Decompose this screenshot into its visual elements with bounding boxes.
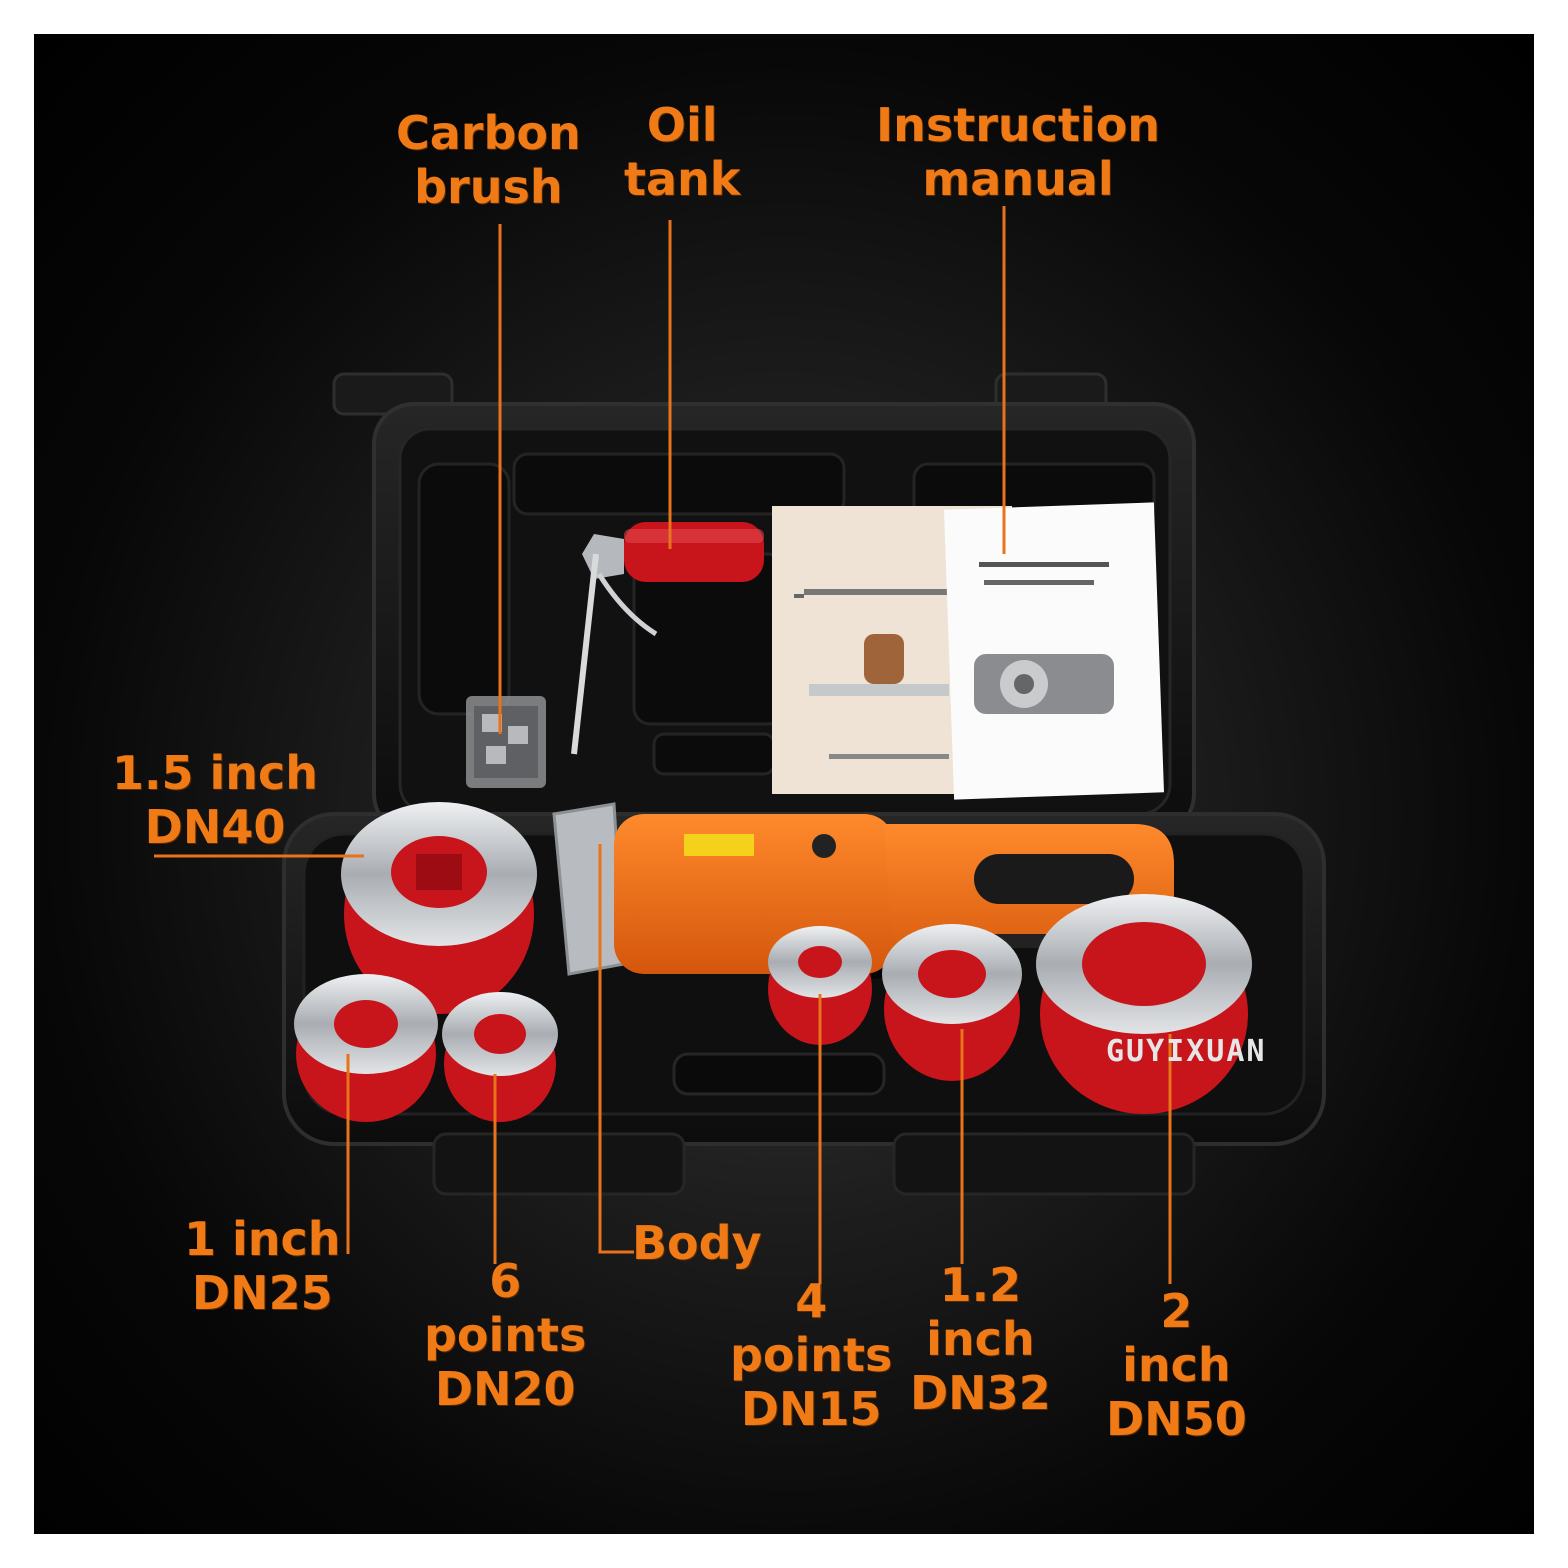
- callout-dn20-line-3: DN20: [434, 1362, 576, 1416]
- callout-oil-tank: Oil tank: [624, 98, 740, 206]
- callout-dn32-line-3: DN32: [910, 1366, 1051, 1420]
- callout-dn15-line-1: 4: [795, 1274, 828, 1328]
- callout-dn50-line-3: DN50: [1106, 1392, 1247, 1446]
- callout-dn32: 1.2 inch DN32: [910, 1258, 1051, 1420]
- callout-carbon-brush-line-1: Carbon: [396, 106, 581, 160]
- callout-oil-tank-line-1: Oil: [646, 98, 718, 152]
- callout-instruction-manual-line-1: Instruction: [876, 98, 1161, 152]
- die-head-dn50: [1036, 894, 1252, 1114]
- product-photo: Carbon brush Oil tank Instruction manual…: [34, 34, 1534, 1534]
- callout-oil-tank-line-2: tank: [624, 152, 741, 206]
- leader-body: [598, 844, 634, 1254]
- callout-dn25: 1 inch DN25: [184, 1212, 341, 1320]
- watermark: GUYIXUAN: [1106, 1034, 1267, 1069]
- pipe-threader-kit-illustration: [154, 206, 1326, 1294]
- callout-dn32-line-2: inch: [926, 1312, 1035, 1366]
- instruction-manual: [772, 502, 1164, 800]
- callout-dn25-line-2: DN25: [191, 1266, 333, 1320]
- die-head-dn32: [882, 924, 1022, 1081]
- callout-instruction-manual-line-2: manual: [922, 152, 1114, 206]
- callout-dn15-line-2: points: [730, 1328, 893, 1382]
- callout-dn32-line-1: 1.2: [939, 1258, 1022, 1312]
- callout-dn50: 2 inch DN50: [1106, 1284, 1247, 1446]
- die-head-dn20: [442, 992, 558, 1122]
- carbon-brush-bag: [466, 696, 546, 788]
- die-head-dn40: [341, 802, 537, 1014]
- callout-dn20-line-1: 6: [489, 1254, 522, 1308]
- callout-dn20: 6 points DN20: [424, 1254, 586, 1416]
- callout-dn15: 4 points DN15: [730, 1274, 892, 1436]
- callout-dn50-line-2: inch: [1122, 1338, 1231, 1392]
- leader-lines: [154, 206, 1172, 1294]
- oil-tank: [571, 522, 764, 755]
- die-head-dn15: [768, 926, 872, 1045]
- callout-body: Body: [632, 1216, 762, 1270]
- callout-carbon-brush-line-2: brush: [414, 160, 563, 214]
- callout-dn40-line-1: 1.5 inch: [112, 746, 319, 800]
- callout-dn20-line-2: points: [424, 1308, 587, 1362]
- callout-dn40: 1.5 inch DN40: [112, 746, 318, 854]
- callout-carbon-brush: Carbon brush: [396, 106, 581, 214]
- die-head-dn25: [294, 974, 438, 1122]
- callout-dn15-line-3: DN15: [740, 1382, 882, 1436]
- callout-dn25-line-1: 1 inch: [184, 1212, 341, 1266]
- callout-dn40-line-2: DN40: [144, 800, 286, 854]
- callout-dn50-line-1: 2: [1160, 1284, 1193, 1338]
- callout-instruction-manual: Instruction manual: [876, 98, 1160, 206]
- callout-body-label: Body: [632, 1216, 762, 1270]
